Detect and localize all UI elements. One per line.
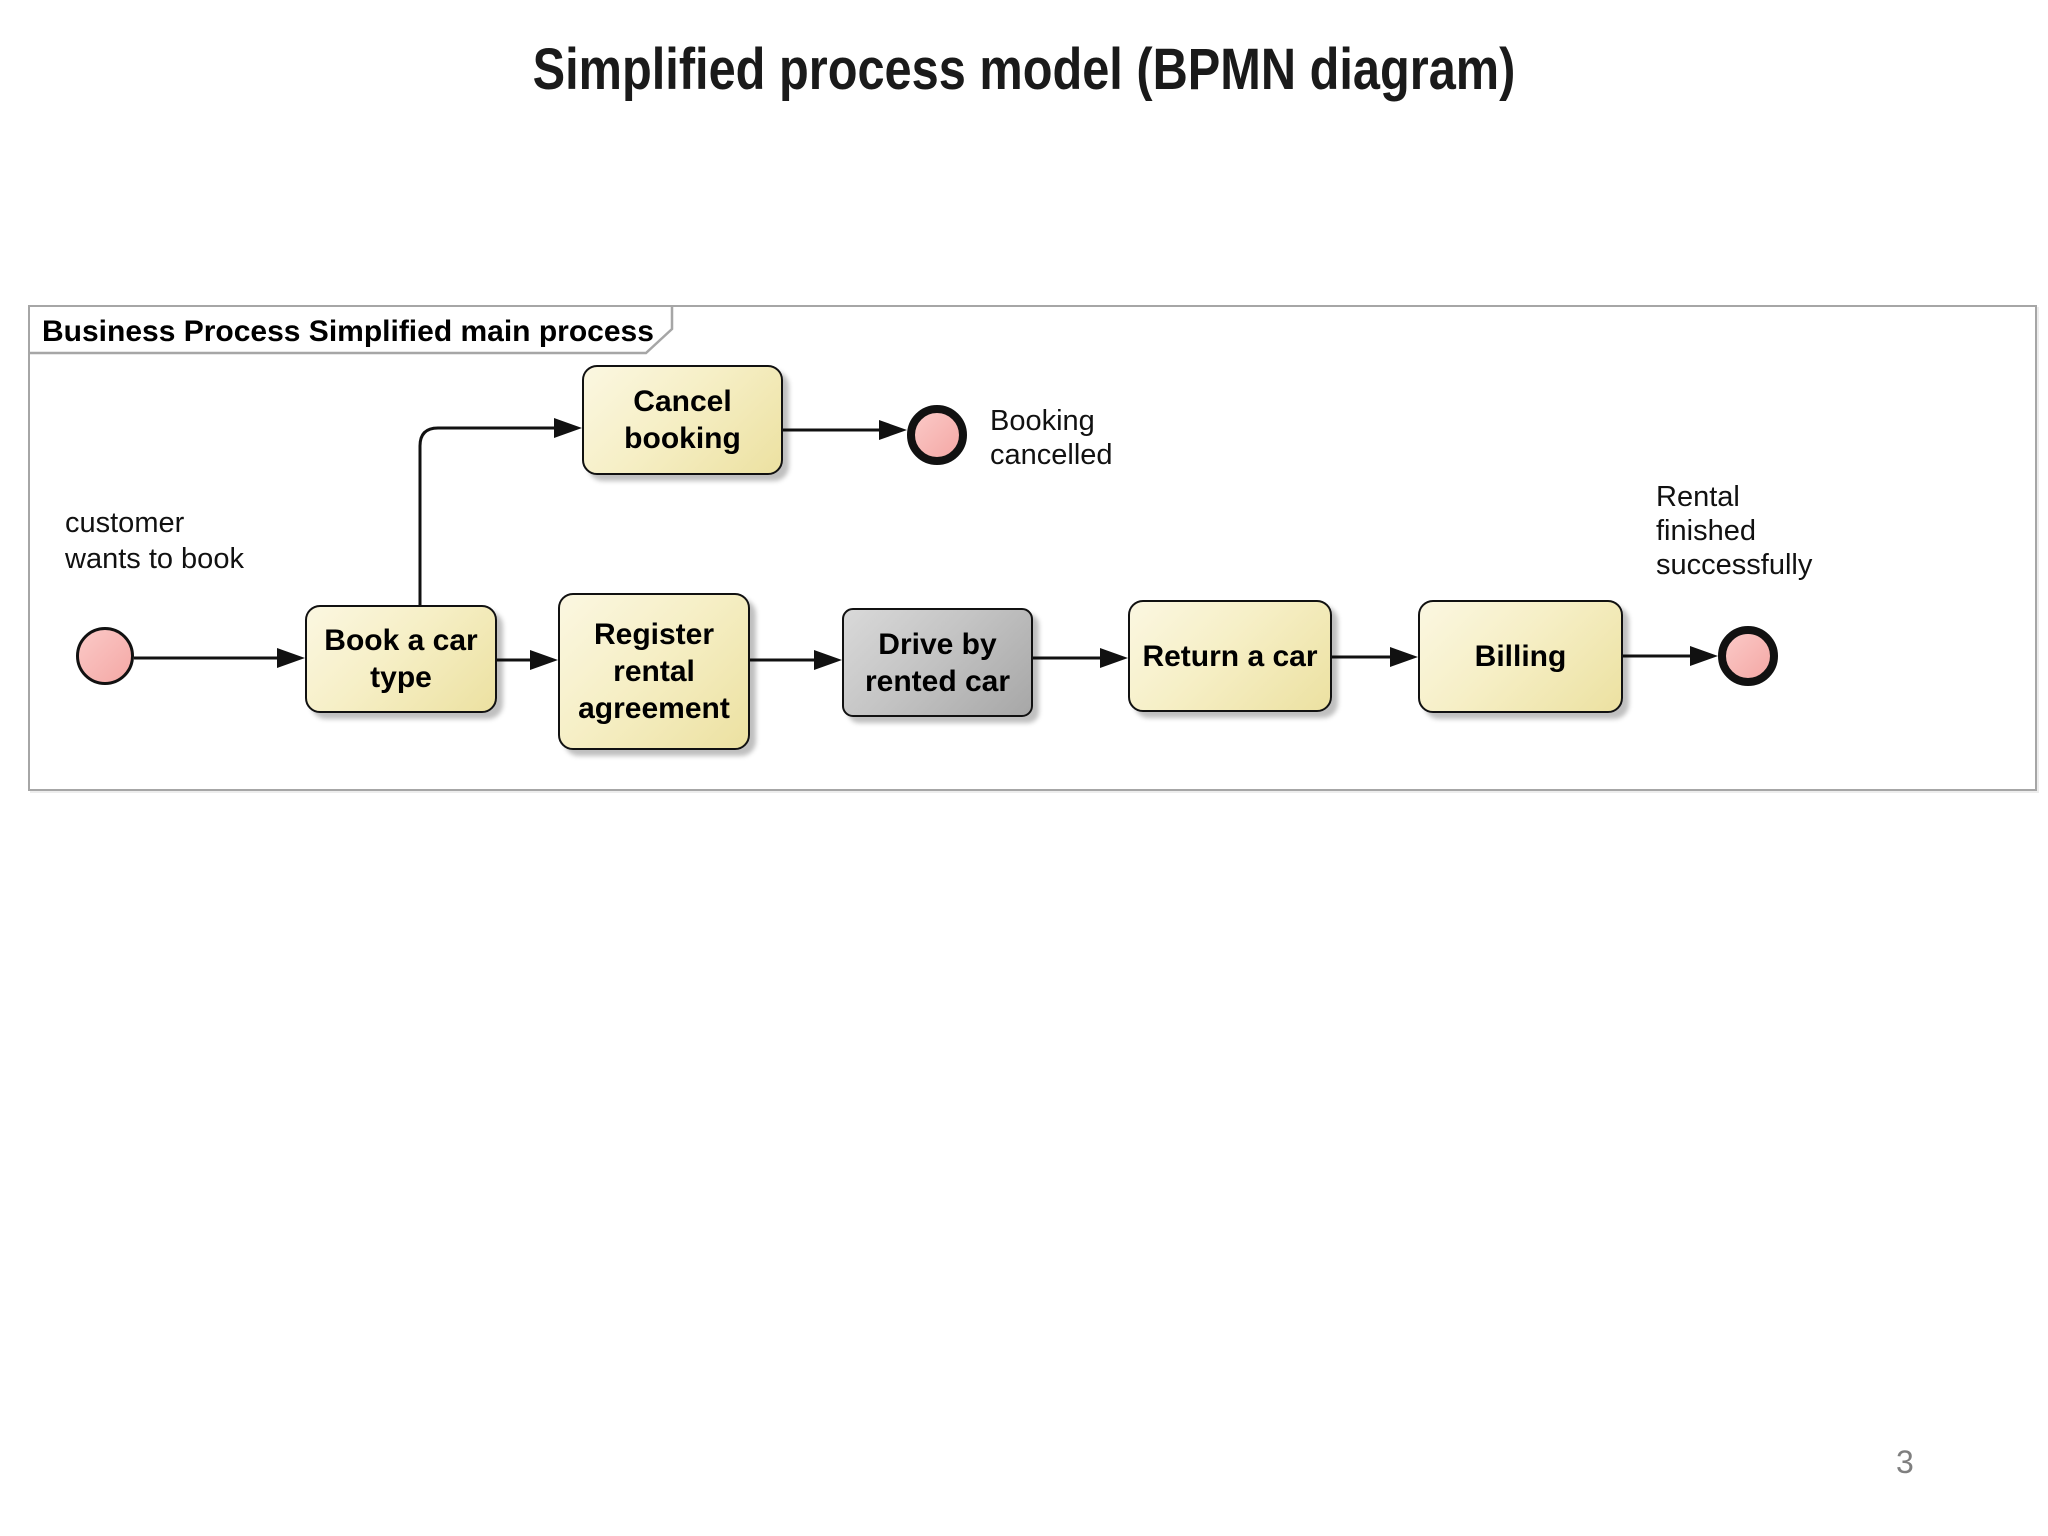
task-book-a-car-type: Book a car type (305, 605, 497, 713)
page-number: 3 (1896, 1444, 1914, 1480)
task-return-a-car: Return a car (1128, 600, 1332, 712)
pool-label: Business Process Simplified main process (42, 315, 654, 348)
task-register-rental-agreement: Register rental agreement (558, 593, 750, 750)
end-event-success-circle (1718, 626, 1778, 686)
task-billing: Billing (1418, 600, 1623, 713)
page-title: Simplified process model (BPMN diagram) (532, 37, 1516, 102)
start-event-label: customer wants to book (65, 507, 244, 575)
task-drive-by-rented-car: Drive by rented car (842, 608, 1033, 717)
end-event-success-label: Rental finished successfully (1656, 481, 1813, 581)
task-cancel-booking: Cancel booking (582, 365, 783, 475)
start-event-circle (76, 627, 134, 685)
end-event-cancelled-label: Booking cancelled (990, 405, 1113, 471)
end-event-cancelled-circle (907, 405, 967, 465)
